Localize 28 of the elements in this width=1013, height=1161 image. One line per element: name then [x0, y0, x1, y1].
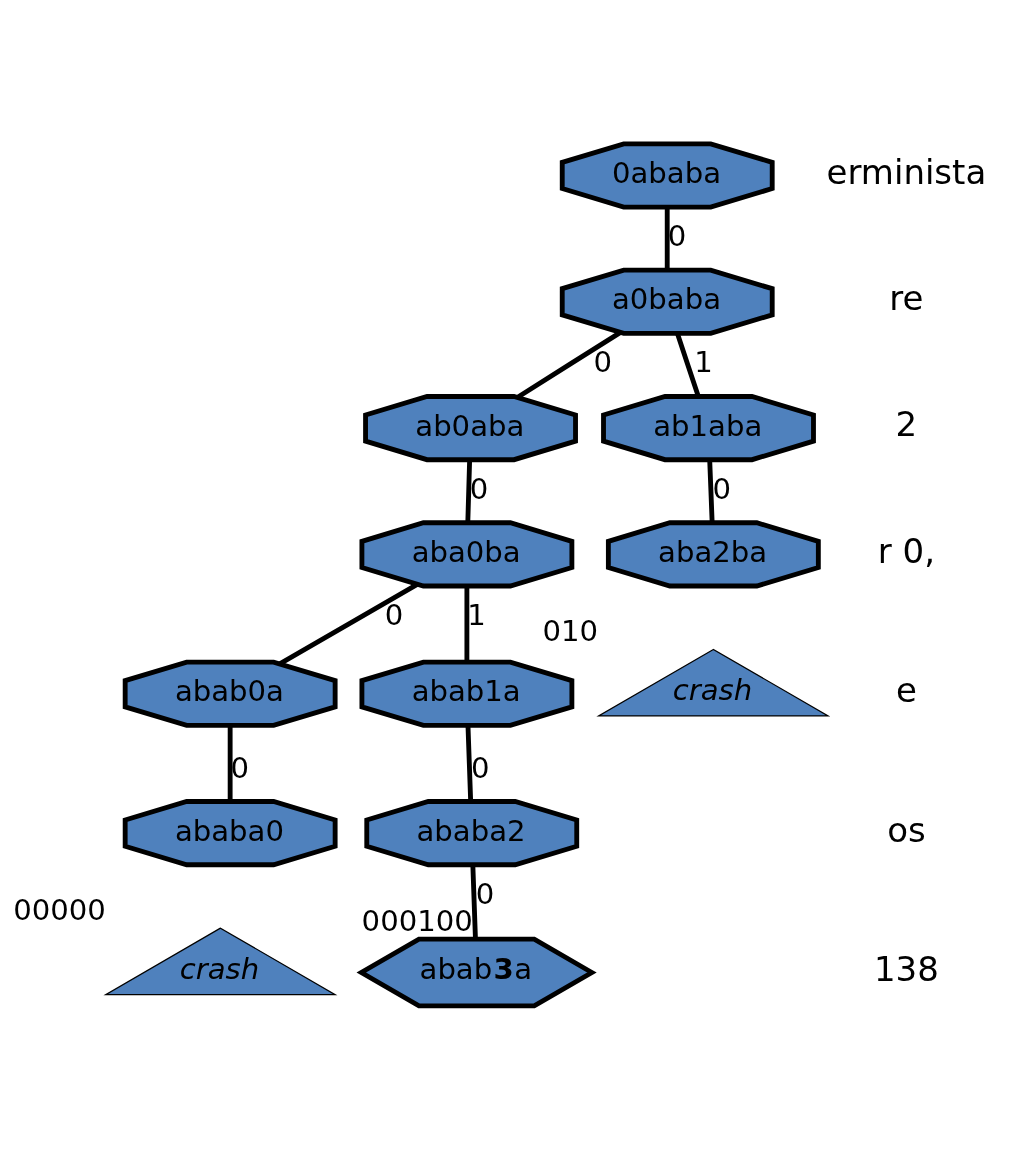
label: 2 [895, 404, 918, 445]
connector [664, 207, 670, 270]
label: r 0, [877, 530, 935, 571]
connector [515, 330, 622, 400]
connector [707, 459, 715, 523]
edge-label: 0 [712, 471, 732, 506]
connector [470, 864, 478, 940]
connector [227, 725, 233, 802]
node-label: 000100 [361, 903, 473, 938]
node-label: 010 [542, 613, 599, 648]
label: e [895, 670, 917, 711]
connector [278, 582, 419, 666]
connector [464, 586, 470, 662]
connector [465, 725, 474, 802]
connector [465, 459, 473, 523]
edge-label: 1 [694, 345, 713, 380]
edge-label: 1 [467, 598, 486, 633]
label: erminista [826, 151, 987, 192]
connector [675, 332, 701, 397]
label: 138 [873, 948, 939, 989]
edge-label: 0 [593, 345, 613, 380]
label: re [889, 278, 924, 319]
edge-label: 0 [475, 876, 495, 911]
edge-label: 0 [384, 598, 404, 633]
label: os [887, 809, 926, 850]
edge-label: 0 [470, 750, 490, 785]
node-label: 00000 [13, 892, 106, 927]
edge-label: 0 [469, 471, 489, 506]
